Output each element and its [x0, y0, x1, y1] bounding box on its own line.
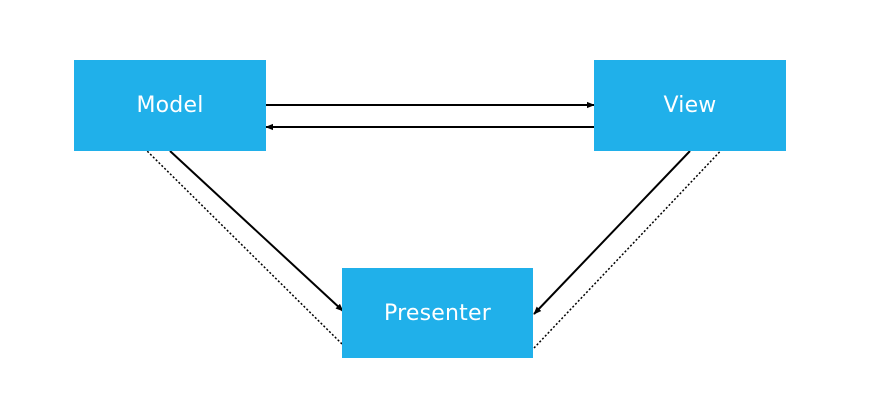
view-node: View — [594, 60, 786, 151]
presenter-node: Presenter — [342, 268, 533, 358]
model-node: Model — [74, 60, 266, 151]
view-label: View — [663, 93, 717, 118]
edge-view-to-presenter — [533, 150, 691, 315]
edge-presenter-to-view-dotted — [533, 141, 730, 349]
edge-presenter-to-model-dotted — [138, 142, 343, 345]
edge-model-to-presenter — [169, 150, 344, 312]
model-label: Model — [136, 93, 204, 118]
presenter-label: Presenter — [384, 300, 491, 326]
